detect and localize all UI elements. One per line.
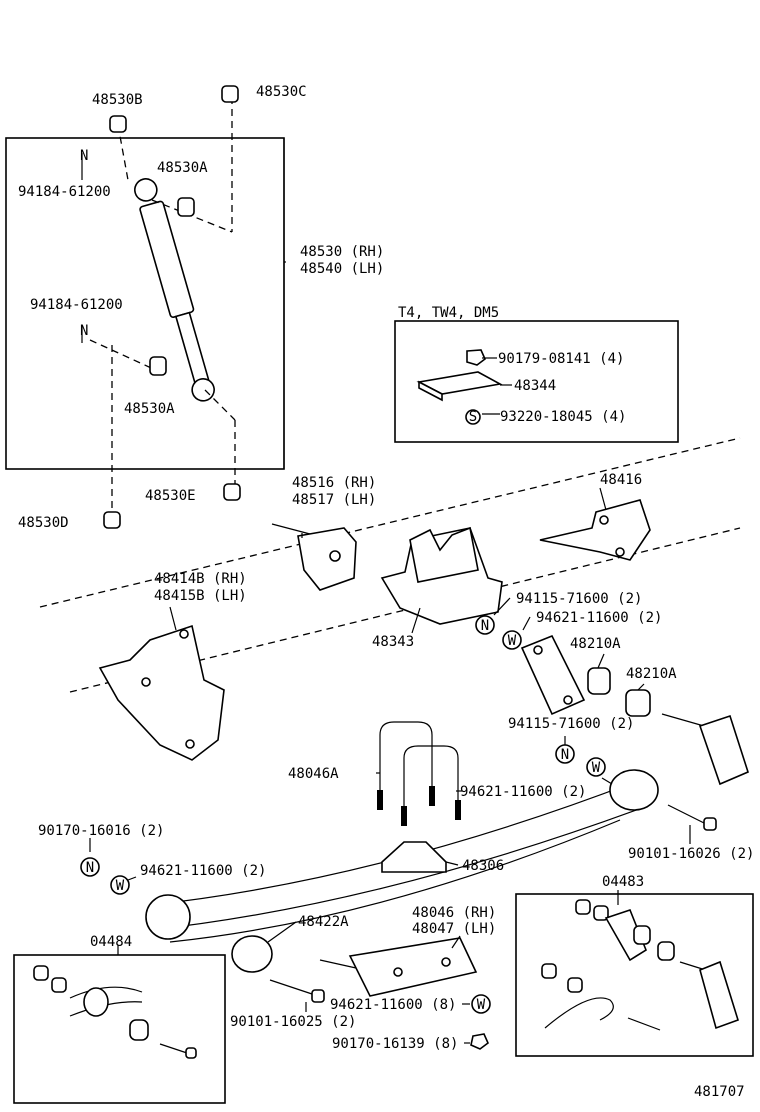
label-48530B: 48530B [92, 92, 143, 108]
shock-dashed-leaders [89, 97, 236, 512]
seat-48343 [380, 526, 503, 625]
shock-bushings [103, 85, 241, 529]
symbol-w-text: W [477, 997, 486, 1013]
label-94621-left: 94621-11600 (2) [140, 863, 266, 879]
symbol-w-circle: W [586, 757, 606, 777]
label-94115-bottom: 94115-71600 (2) [508, 716, 634, 732]
spring-plate-48046 [319, 937, 478, 997]
label-48530A-top: 48530A [157, 160, 208, 176]
label-90179: 90179-08141 (4) [498, 351, 624, 367]
label-94115-top: 94115-71600 (2) [516, 591, 642, 607]
spacer-48306 [381, 841, 447, 873]
label-48530D: 48530D [18, 515, 69, 531]
label-t4-variants: T4, TW4, DM5 [398, 305, 499, 321]
bracket-48516 [271, 523, 357, 591]
kit-04484-parts [33, 965, 197, 1059]
label-481707: 481707 [694, 1084, 745, 1100]
label-94621-bottom: 94621-11600 (8) [330, 997, 456, 1013]
leader-lines [81, 138, 691, 1044]
symbol-n-circle: N [555, 744, 575, 764]
symbol-w-text: W [116, 878, 125, 894]
label-90170-top: 90170-16016 (2) [38, 823, 164, 839]
symbol-n-circle: N [80, 857, 100, 877]
label-90101-left: 90101-16025 (2) [230, 1014, 356, 1030]
u-bolt-48046A [377, 721, 461, 826]
label-48530-rh: 48530 (RH) [300, 244, 384, 260]
label-48344: 48344 [514, 378, 556, 394]
symbol-w-circle: W [471, 994, 491, 1014]
label-48415B: 48415B (LH) [154, 588, 247, 604]
label-94184-mid: 94184-61200 [30, 297, 123, 313]
bracket-48414B [98, 624, 225, 761]
label-48516: 48516 (RH) [292, 475, 376, 491]
symbol-s-text: S [469, 409, 477, 425]
04484-frame [13, 954, 226, 1104]
label-48530E: 48530E [145, 488, 196, 504]
t4-parts [416, 349, 512, 415]
label-48047-lh: 48047 (LH) [412, 921, 496, 937]
label-48210A-a: 48210A [570, 636, 621, 652]
bushings-48210A [587, 667, 651, 717]
label-04483: 04483 [602, 874, 644, 890]
label-93220: 93220-18045 (4) [500, 409, 626, 425]
front-bushing-48422A [231, 935, 325, 1003]
label-48210A-b: 48210A [626, 666, 677, 682]
kit-04483-parts [541, 899, 739, 1031]
symbol-n-circle: N [475, 615, 495, 635]
bracket-48416 [539, 499, 651, 561]
label-94184-top: 94184-61200 [18, 184, 111, 200]
label-48306: 48306 [462, 858, 504, 874]
label-04484: 04484 [90, 934, 132, 950]
label-48046-rh: 48046 (RH) [412, 905, 496, 921]
symbol-n-text: N [481, 618, 489, 634]
label-90101-right: 90101-16026 (2) [628, 846, 754, 862]
symbol-w-text: W [508, 633, 517, 649]
label-48422A: 48422A [298, 914, 349, 930]
label-94621-mid: 94621-11600 (2) [460, 784, 586, 800]
label-48046A: 48046A [288, 766, 339, 782]
symbol-n-text: N [86, 860, 94, 876]
label-90170-bottom: 90170-16139 (8) [332, 1036, 458, 1052]
label-48530A-bottom: 48530A [124, 401, 175, 417]
nut-90170 [470, 1033, 489, 1050]
symbol-w-circle: W [110, 875, 130, 895]
symbol-n-mark: N [80, 323, 88, 339]
label-48540-lh: 48540 (LH) [300, 261, 384, 277]
symbol-n-mark: N [80, 148, 88, 164]
symbol-w-circle: W [502, 630, 522, 650]
label-48414B: 48414B (RH) [154, 571, 247, 587]
symbol-w-text: W [592, 760, 601, 776]
label-48343: 48343 [372, 634, 414, 650]
04483-frame [515, 893, 754, 1057]
symbol-n-text: N [561, 747, 569, 763]
symbol-s-circle: S [465, 409, 481, 425]
label-48416: 48416 [600, 472, 642, 488]
shackle-plate [520, 634, 586, 716]
shock-absorber [134, 178, 215, 402]
rear-shackle-bolt [661, 713, 749, 786]
label-48530C: 48530C [256, 84, 307, 100]
t4-frame [394, 320, 679, 443]
label-94621-top: 94621-11600 (2) [536, 610, 662, 626]
front-bolt-90101 [667, 804, 717, 831]
label-48517: 48517 (LH) [292, 492, 376, 508]
